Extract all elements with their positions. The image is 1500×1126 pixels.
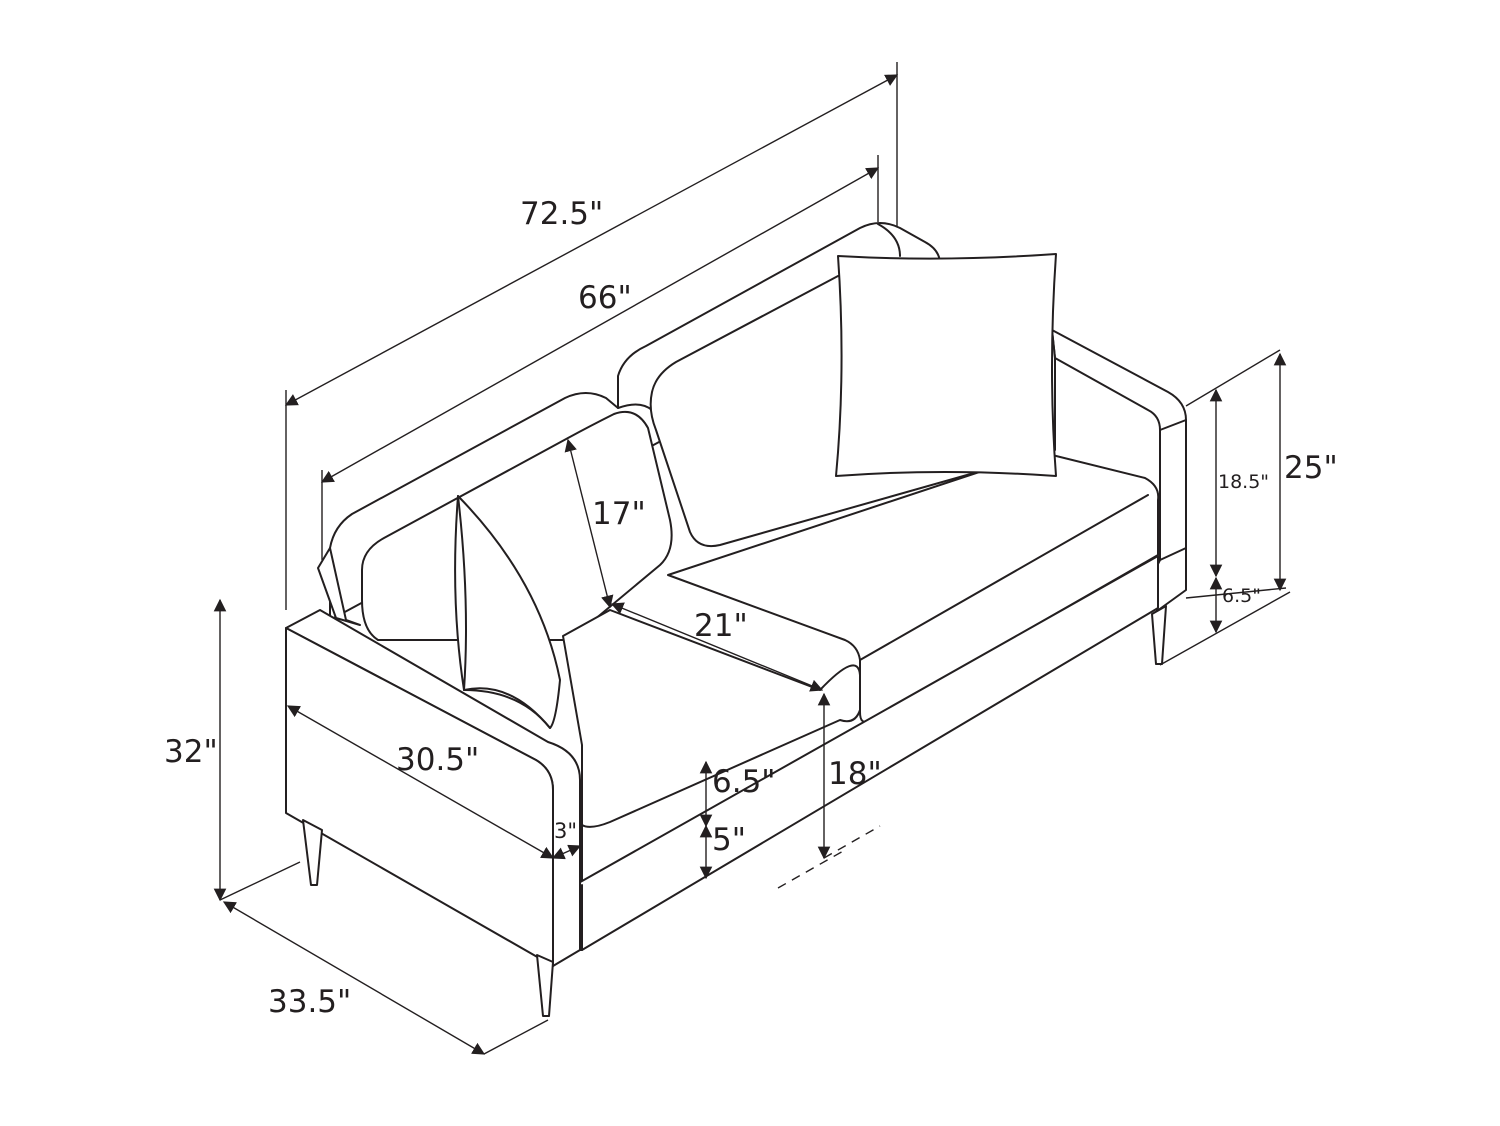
label-overall-width: 72.5" [520,196,603,232]
leg-front-left [536,954,554,1017]
label-seat-depth: 21" [694,608,748,644]
label-overall-depth: 33.5" [268,984,351,1020]
label-arm-width: 3" [554,819,577,843]
label-arm-length: 30.5" [396,742,479,778]
label-back-cushion-height: 17" [592,496,646,532]
back-edge-left [317,547,361,626]
leg-back-right [1151,605,1167,665]
dimension-lines [213,62,1291,1055]
label-overall-height: 32" [164,734,218,770]
label-leg-height: 6.5" [1222,585,1261,607]
label-seat-cushion-thickness: 6.5" [712,764,776,800]
label-arm-height-above-legs: 18.5" [1218,471,1269,493]
leg-front-left-back [302,819,323,886]
label-seat-height: 18" [828,756,882,792]
pillow-right [835,253,1057,477]
label-base-height: 5" [712,822,746,858]
label-inner-width: 66" [578,280,632,316]
dimension-labels: 72.5" 66" 17" 21" 30.5" 32" 33.5" 18" 6.… [164,196,1338,1020]
label-arm-height-total: 25" [1284,450,1338,486]
